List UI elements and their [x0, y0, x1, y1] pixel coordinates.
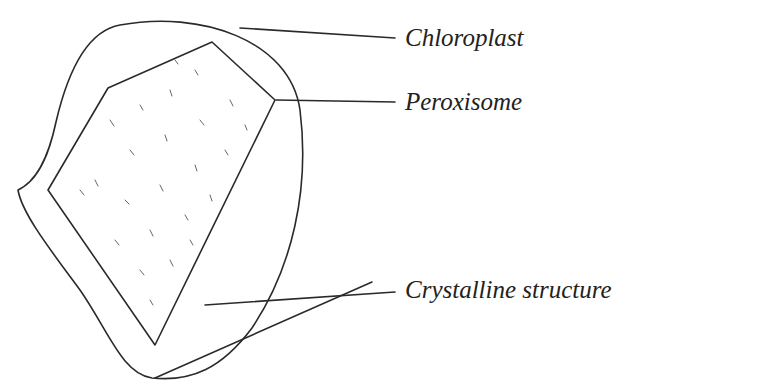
part-label: Chloroplast	[405, 24, 524, 52]
stipple	[80, 60, 247, 305]
leader-line	[205, 292, 395, 305]
leader-line	[240, 28, 395, 38]
leader-line	[276, 100, 395, 102]
part-label: Peroxisome	[405, 88, 522, 116]
outer-membrane	[18, 21, 303, 378]
part-label: Crystalline structure	[405, 276, 612, 304]
crystalline-core	[48, 42, 275, 345]
